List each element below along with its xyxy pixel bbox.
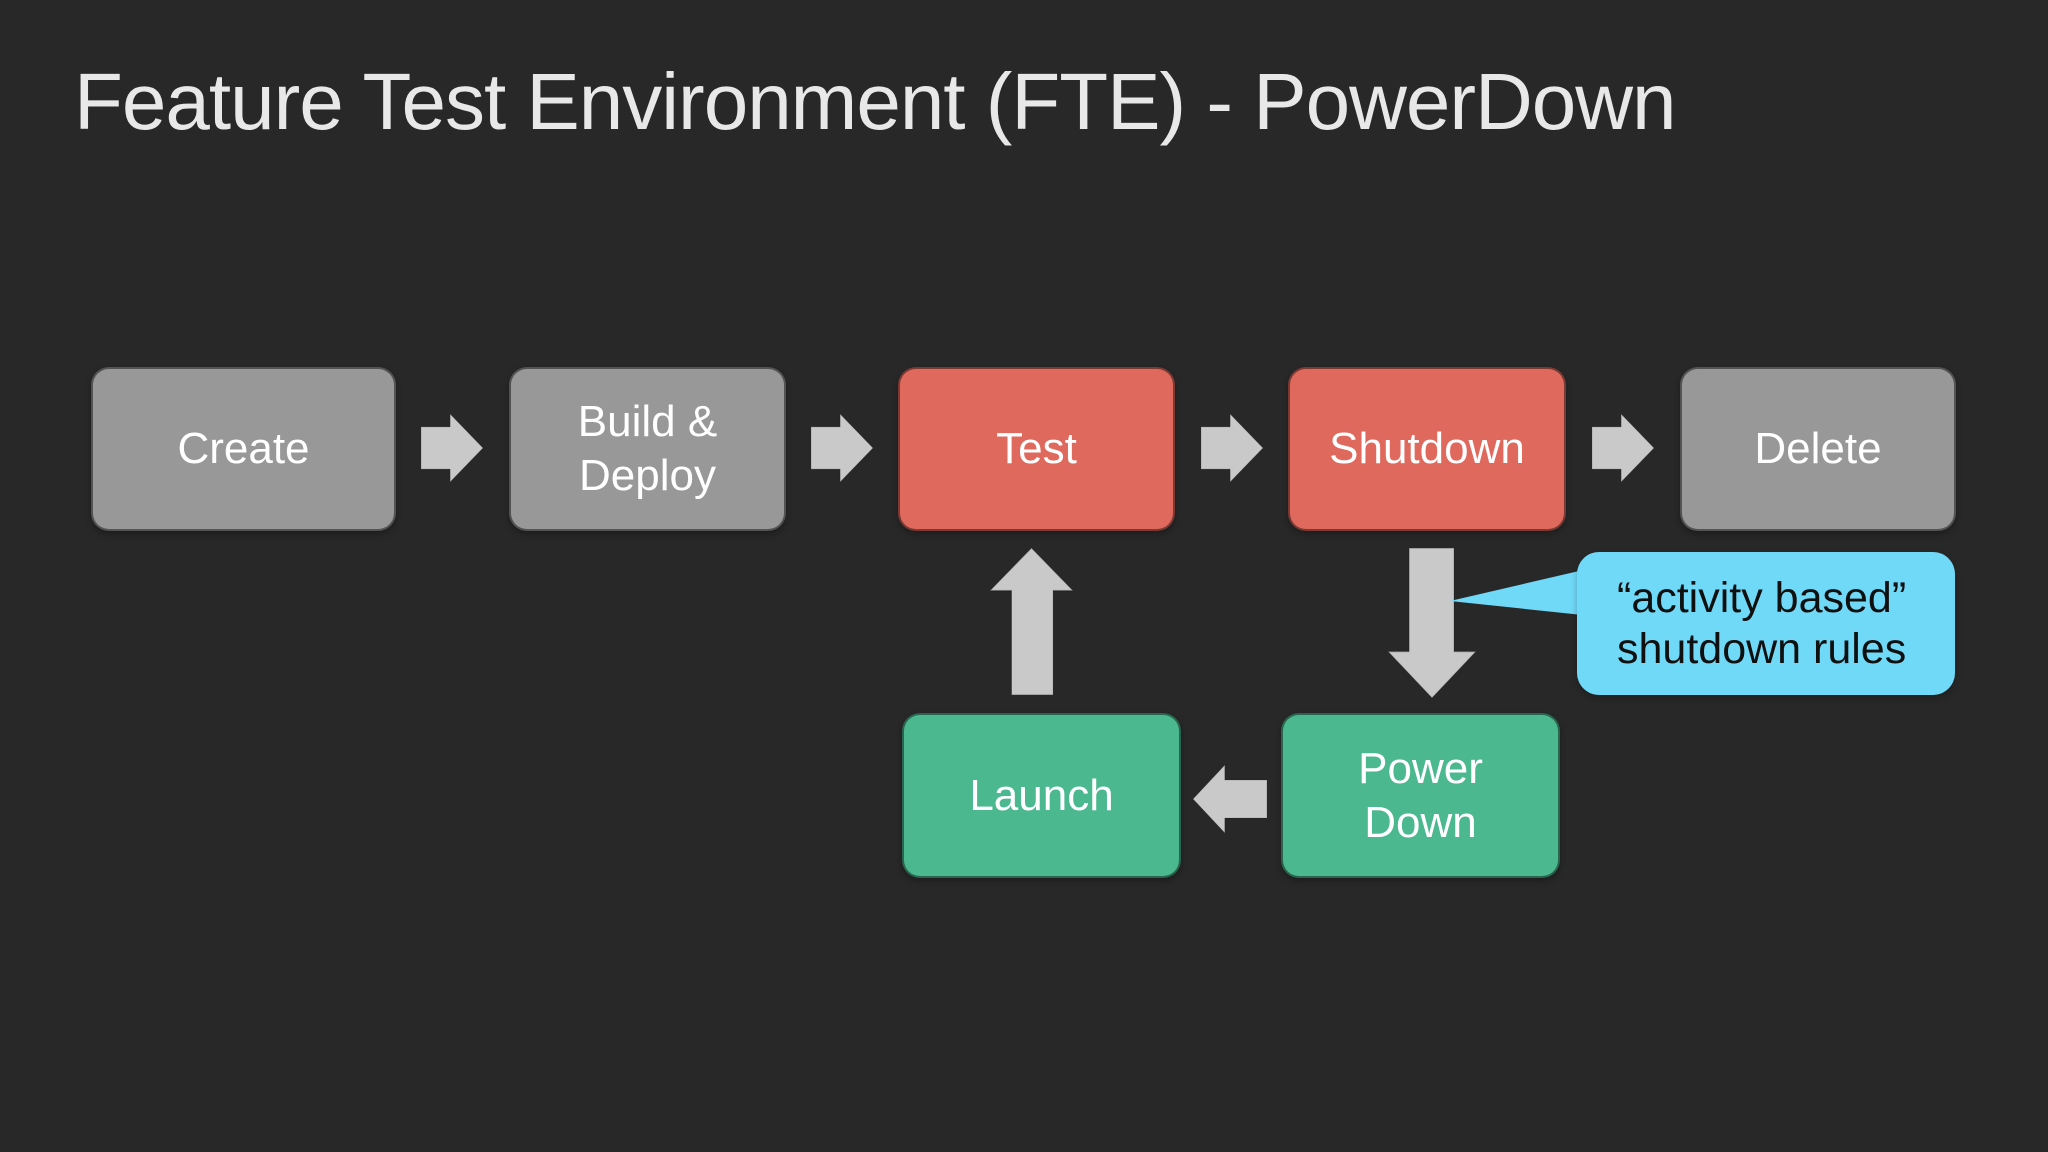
callout-line-1: “activity based” <box>1617 573 1907 622</box>
right-arrow-icon-shutdown-to-delete <box>1592 414 1654 482</box>
callout-tail <box>1450 568 1592 616</box>
up-arrow-icon-launch-to-test <box>990 548 1073 695</box>
flow-node-launch: Launch <box>902 713 1181 878</box>
right-arrow-icon-test-to-shutdown <box>1201 414 1263 482</box>
flow-node-test: Test <box>898 367 1175 531</box>
down-arrow-icon-shutdown-to-power-down <box>1388 548 1476 698</box>
left-arrow-icon-power-down-to-launch <box>1193 765 1267 833</box>
callout-activity-based-shutdown-rules: “activity based” shutdown rules <box>1577 552 1955 695</box>
flow-node-create: Create <box>91 367 396 531</box>
callout-line-2: shutdown rules <box>1617 624 1907 673</box>
flow-node-shutdown: Shutdown <box>1288 367 1566 531</box>
slide-title: Feature Test Environment (FTE) - PowerDo… <box>74 57 1677 146</box>
flow-node-build-deploy: Build & Deploy <box>509 367 786 531</box>
right-arrow-icon-build-deploy-to-test <box>811 414 873 482</box>
flow-node-delete: Delete <box>1680 367 1956 531</box>
flow-node-power-down: Power Down <box>1281 713 1560 878</box>
right-arrow-icon-create-to-build-deploy <box>421 414 483 482</box>
